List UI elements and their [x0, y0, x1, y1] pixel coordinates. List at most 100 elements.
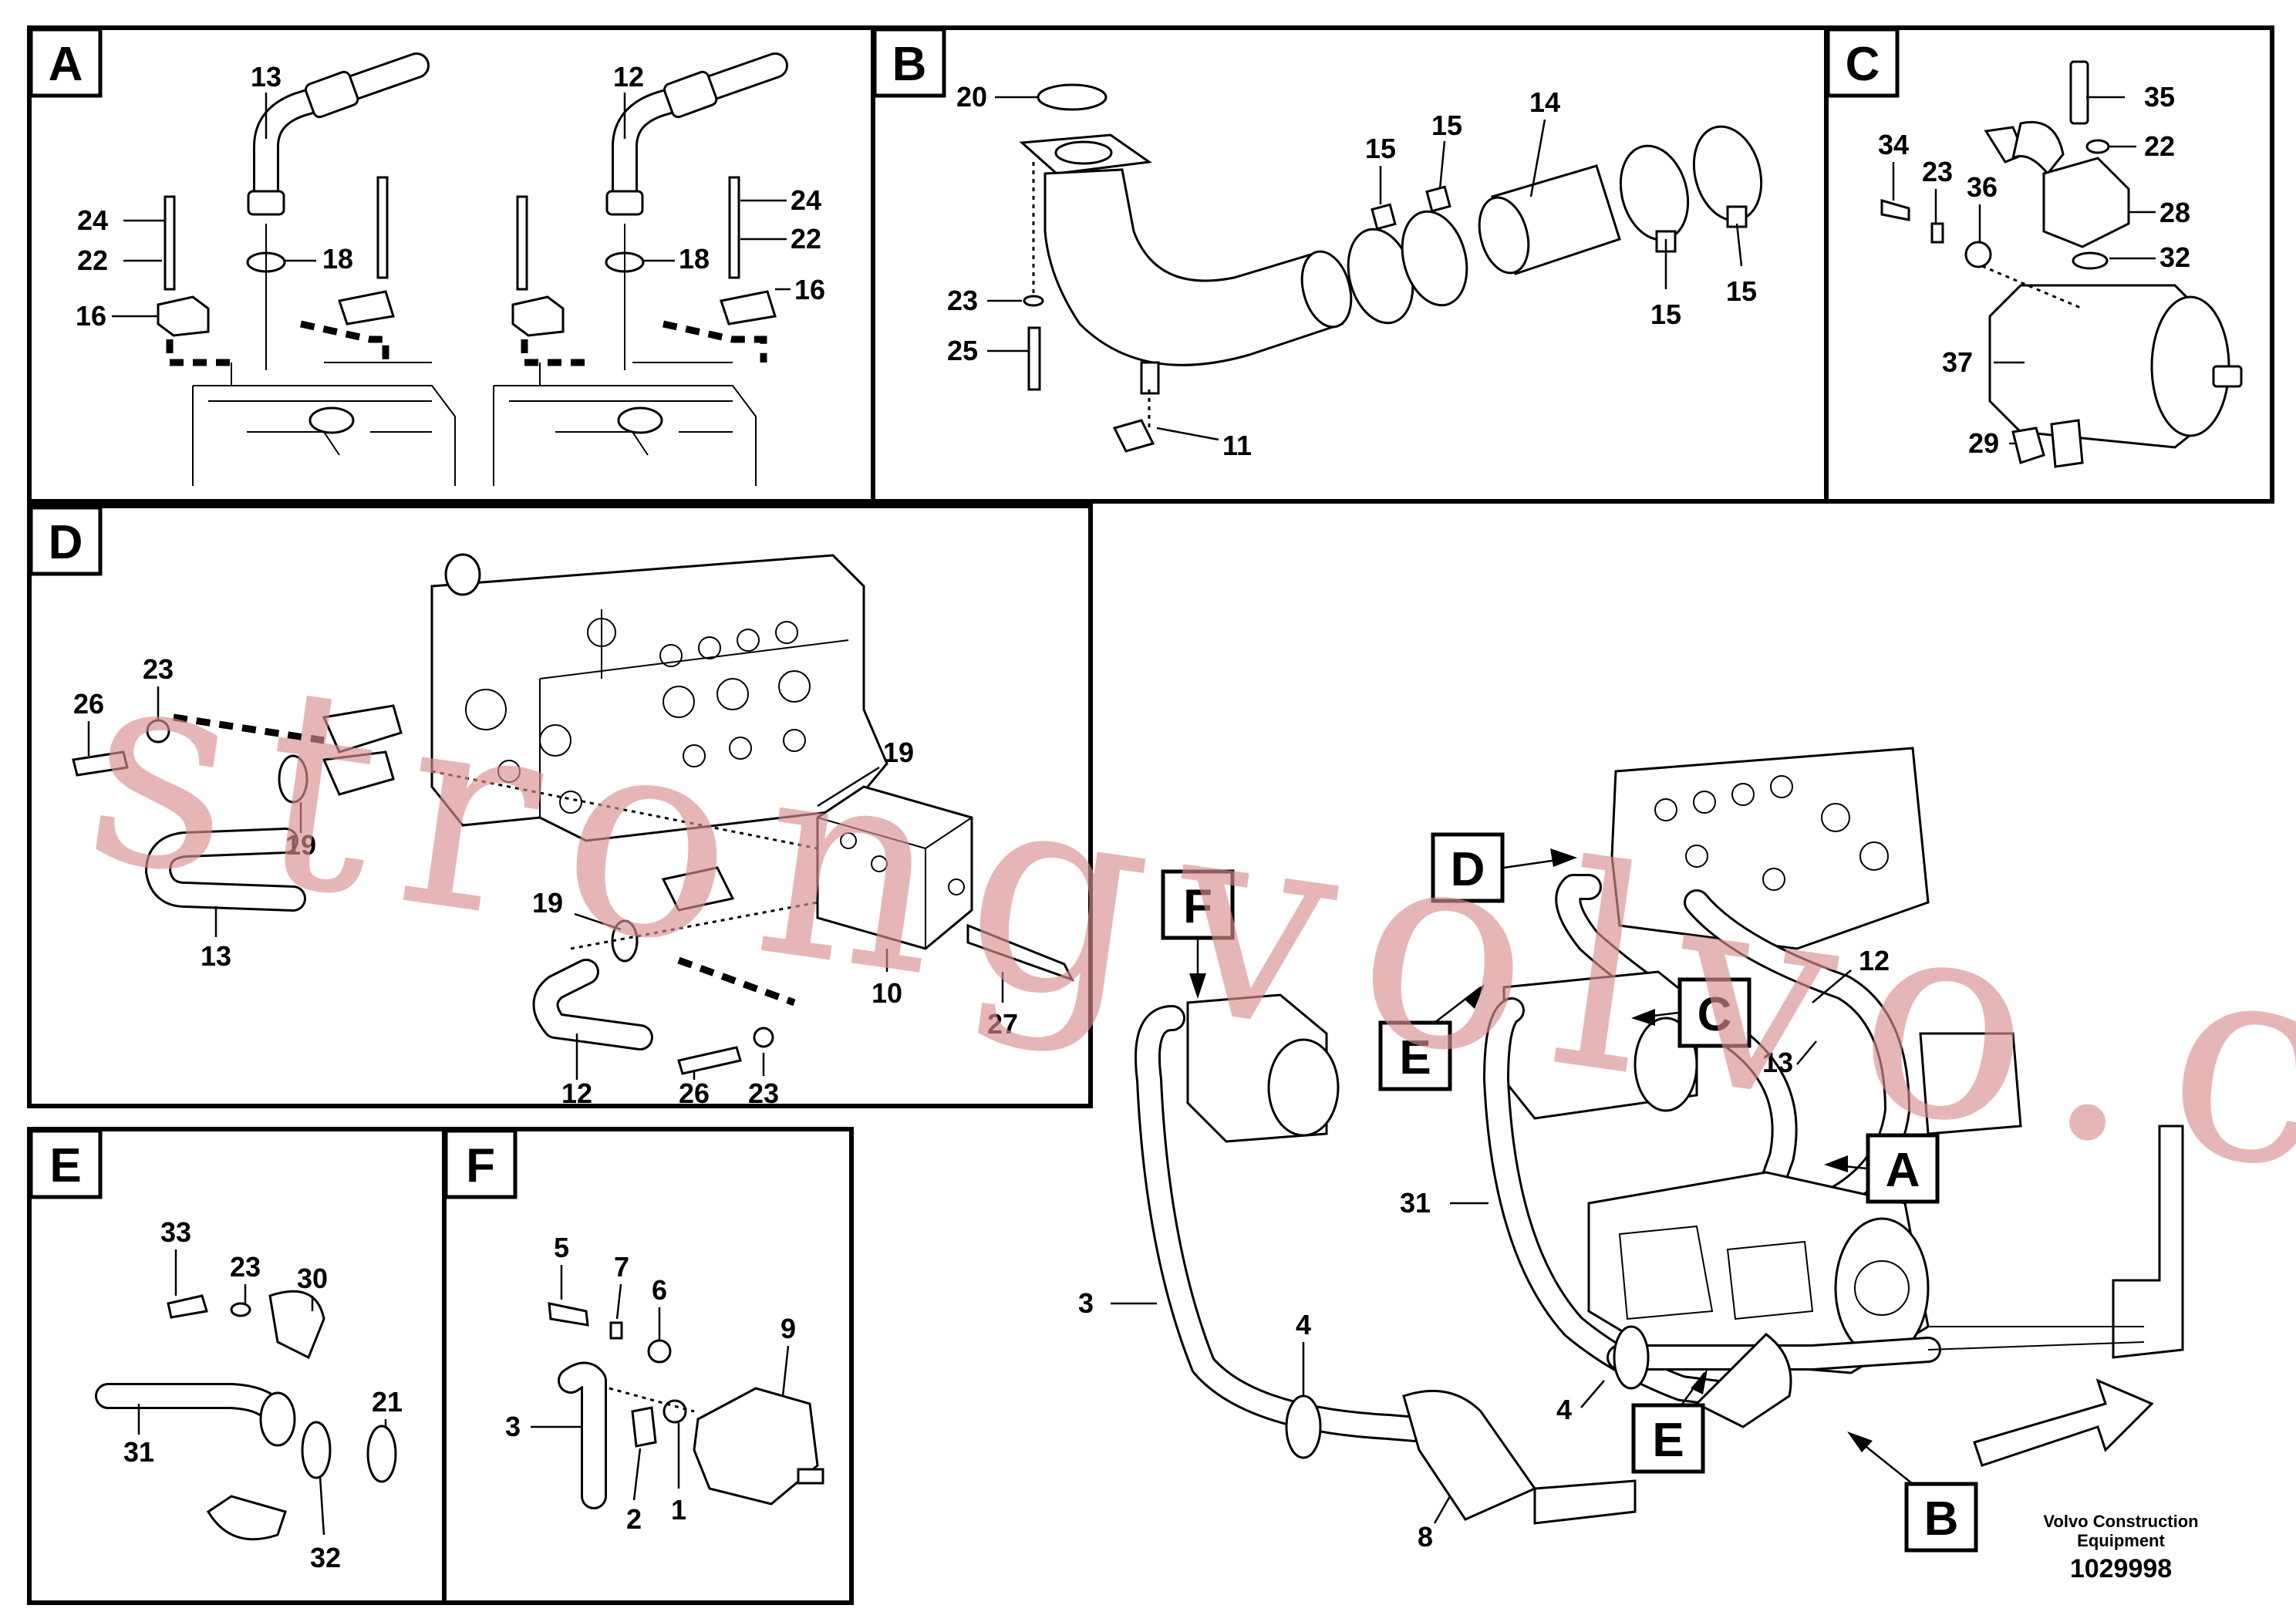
overview-drawing — [1135, 747, 2184, 1525]
panel-d-drawing — [72, 553, 1075, 1075]
svg-text:19: 19 — [532, 887, 563, 919]
overview-callout-f: F — [1161, 869, 1235, 999]
svg-text:12: 12 — [561, 1077, 592, 1109]
svg-text:23: 23 — [947, 285, 978, 316]
svg-text:16: 16 — [76, 300, 106, 332]
svg-text:15: 15 — [1650, 298, 1681, 330]
panel-e-label: E — [29, 1128, 103, 1199]
svg-text:24: 24 — [791, 184, 821, 216]
svg-text:9: 9 — [781, 1313, 796, 1344]
svg-text:A: A — [1886, 1144, 1920, 1197]
panel-c-frame — [1824, 25, 2274, 504]
svg-text:5: 5 — [554, 1232, 569, 1263]
svg-text:E: E — [1399, 1031, 1431, 1084]
svg-text:4: 4 — [1556, 1394, 1572, 1425]
svg-text:8: 8 — [1418, 1521, 1433, 1553]
svg-text:Equipment: Equipment — [2077, 1531, 2165, 1550]
svg-text:E: E — [1652, 1414, 1684, 1467]
svg-text:A: A — [49, 38, 83, 91]
svg-text:22: 22 — [77, 244, 108, 276]
panel-e-callouts: 33 23 30 21 31 32 — [123, 1216, 403, 1573]
svg-text:13: 13 — [251, 61, 282, 93]
svg-text:13: 13 — [201, 940, 231, 972]
svg-text:12: 12 — [613, 61, 644, 93]
panel-b-callouts: 20 23 25 11 15 15 14 15 15 — [947, 81, 1757, 461]
panel-a-drawing — [157, 52, 788, 486]
panel-f-drawing — [548, 1302, 824, 1509]
svg-text:12: 12 — [1859, 945, 1890, 976]
svg-text:F: F — [1183, 880, 1212, 933]
svg-text:Volvo Construction: Volvo Construction — [2043, 1512, 2198, 1531]
svg-text:C: C — [1846, 38, 1880, 91]
svg-text:23: 23 — [1922, 156, 1953, 187]
panel-f-frame — [442, 1127, 854, 1605]
svg-text:10: 10 — [872, 977, 902, 1009]
panel-d-callouts: 26 23 19 13 19 19 10 27 12 26 23 — [73, 653, 1018, 1109]
svg-text:23: 23 — [230, 1251, 261, 1283]
svg-text:16: 16 — [794, 274, 825, 305]
svg-text:33: 33 — [160, 1216, 191, 1248]
svg-text:28: 28 — [2159, 197, 2190, 228]
panel-d-label: D — [29, 505, 103, 576]
svg-text:19: 19 — [285, 829, 316, 861]
svg-text:22: 22 — [791, 223, 821, 255]
panel-e-drawing — [95, 1290, 397, 1541]
svg-text:21: 21 — [372, 1386, 403, 1418]
svg-text:2: 2 — [626, 1503, 642, 1535]
panel-b-label: B — [872, 27, 946, 98]
overview-callout-e-bottom: E — [1631, 1369, 1708, 1474]
panel-f-label: F — [443, 1128, 518, 1199]
panel-f-callouts: 5 7 6 9 3 2 1 — [505, 1232, 796, 1535]
svg-text:11: 11 — [1222, 430, 1252, 461]
svg-text:31: 31 — [1400, 1187, 1431, 1219]
panel-a-callouts: 13 24 22 16 18 12 24 22 16 18 — [76, 61, 825, 332]
panel-c-drawing — [1880, 60, 2243, 468]
watermark-text: strongvolvo.com — [70, 599, 2296, 1306]
svg-text:E: E — [49, 1139, 81, 1192]
svg-text:24: 24 — [77, 204, 108, 236]
svg-text:3: 3 — [505, 1411, 521, 1442]
overview-callout-b: B — [1847, 1431, 1978, 1553]
svg-text:D: D — [49, 516, 83, 569]
panel-d-frame — [27, 504, 1093, 1108]
drawing-number: 1029998 — [2070, 1554, 2172, 1583]
panel-a-label: A — [29, 27, 103, 98]
svg-text:14: 14 — [1529, 86, 1560, 118]
svg-text:6: 6 — [652, 1274, 667, 1306]
svg-text:26: 26 — [679, 1077, 710, 1109]
svg-text:23: 23 — [748, 1077, 779, 1109]
svg-text:26: 26 — [73, 688, 104, 720]
svg-text:37: 37 — [1942, 346, 1973, 378]
svg-text:32: 32 — [2159, 241, 2190, 273]
svg-text:18: 18 — [679, 243, 710, 275]
svg-text:4: 4 — [1296, 1309, 1311, 1340]
svg-text:7: 7 — [614, 1251, 629, 1283]
svg-text:20: 20 — [956, 81, 987, 113]
svg-text:18: 18 — [322, 243, 353, 275]
svg-text:22: 22 — [2144, 130, 2175, 162]
svg-text:32: 32 — [310, 1542, 341, 1573]
svg-text:34: 34 — [1878, 129, 1909, 160]
svg-text:30: 30 — [297, 1263, 328, 1294]
svg-text:B: B — [892, 38, 927, 91]
svg-text:29: 29 — [1968, 427, 1999, 459]
svg-text:19: 19 — [883, 737, 914, 768]
svg-text:3: 3 — [1078, 1287, 1094, 1319]
svg-text:15: 15 — [1431, 110, 1462, 141]
overview-callout-c: C — [1631, 977, 1752, 1048]
svg-text:D: D — [1451, 843, 1485, 896]
svg-text:15: 15 — [1726, 275, 1757, 307]
overview-part-numbers: 12 13 31 3 4 4 8 — [1078, 945, 1890, 1553]
panel-a-frame — [27, 25, 875, 504]
overview-callout-a: A — [1824, 1133, 1940, 1204]
svg-text:36: 36 — [1967, 171, 1998, 203]
panel-b-drawing — [1019, 83, 1763, 453]
overview-callout-e-top: E — [1378, 984, 1485, 1091]
overview-callout-d: D — [1431, 832, 1577, 903]
panel-c-label: C — [1826, 27, 1900, 98]
svg-text:15: 15 — [1365, 133, 1396, 164]
svg-text:23: 23 — [143, 653, 174, 685]
svg-text:27: 27 — [987, 1008, 1018, 1040]
footer-credit: Volvo Construction Equipment 1029998 — [2043, 1512, 2198, 1583]
